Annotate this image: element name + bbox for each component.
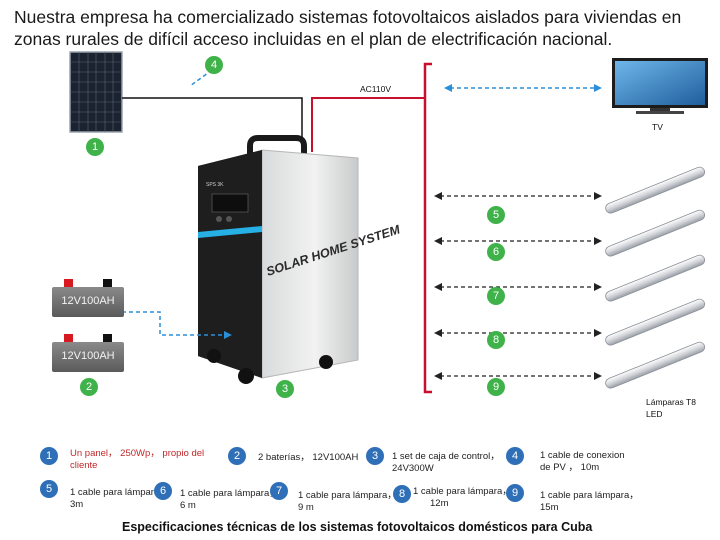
tv-set: [612, 58, 708, 114]
title-line-1: Nuestra empresa ha comercializado sistem…: [14, 7, 682, 27]
footer-caption: Especificaciones técnicas de los sistema…: [122, 520, 593, 534]
ac-voltage-label: AC110V: [360, 84, 391, 94]
pv-cable: [122, 97, 303, 152]
solar-home-unit: SOLAR HOME SYSTEM SPS 3K: [198, 135, 402, 384]
marker-5: 5: [487, 206, 505, 224]
battery-2-positive-terminal: [64, 334, 73, 342]
legend-5-number: 5: [40, 480, 58, 498]
tv-arrow: [444, 84, 602, 92]
legend-3-text: 1 set de caja de control，: [392, 451, 500, 462]
battery-2-negative-terminal: [103, 334, 112, 342]
legend-8-number: 8: [393, 485, 411, 503]
lamp-arrows: [440, 195, 596, 377]
marker-1: 1: [86, 138, 104, 156]
battery-1-negative-terminal: [103, 279, 112, 287]
legend-6-text-2: 6 m: [180, 500, 196, 511]
marker-8: 8: [487, 331, 505, 349]
battery-1-positive-terminal: [64, 279, 73, 287]
marker-7: 7: [487, 287, 505, 305]
legend-3-text-2: 24V300W: [392, 463, 434, 474]
legend-7-text-2: 9 m: [298, 502, 314, 513]
legend-5-text: 1 cable para lámpara: [70, 487, 160, 498]
marker-3: 3: [276, 380, 294, 398]
marker-4: 4: [205, 56, 223, 74]
pointer-line-4: [189, 69, 213, 87]
legend-6-number: 6: [154, 482, 172, 500]
legend-1-text-2: cliente: [70, 460, 98, 471]
led-tubes: [605, 166, 706, 389]
legend-8-text-2: 12m: [430, 498, 449, 509]
legend-2-number: 2: [228, 447, 246, 465]
unit-model-text: SPS 3K: [206, 182, 224, 188]
legend-4-number: 4: [506, 447, 524, 465]
legend-9-text-2: 15m: [540, 502, 559, 513]
legend-7-number: 7: [270, 482, 288, 500]
title-line-2: zonas rurales de difícil acceso incluida…: [14, 29, 613, 49]
legend-4-text: 1 cable de conexion: [540, 450, 625, 461]
ac-wire: [311, 97, 425, 152]
legend-6-text: 1 cable para lámpara，: [180, 488, 279, 499]
legend-2-text: 2 baterías， 12V100AH: [258, 452, 359, 463]
legend-1-text: Un panel， 250Wp， propio del: [70, 448, 205, 459]
battery-1: 12V100AH: [52, 279, 124, 317]
battery-cable: [122, 311, 232, 339]
lamps-label-line-2: LED: [646, 409, 663, 419]
battery-2: 12V100AH: [52, 334, 124, 372]
battery-2-label: 12V100AH: [61, 350, 115, 362]
lamps-label-line-1: Lámparas T8: [646, 397, 696, 407]
distribution-bracket: [423, 62, 432, 394]
marker-2: 2: [80, 378, 98, 396]
tv-label: TV: [652, 122, 663, 132]
marker-6: 6: [487, 243, 505, 261]
legend-9-text: 1 cable para lámpara，: [540, 490, 639, 501]
marker-9: 9: [487, 378, 505, 396]
lamp-arrow-heads: [434, 192, 602, 380]
legend-5-text-2: 3m: [70, 499, 84, 510]
legend-8-text: 1 cable para lámpara，: [413, 486, 512, 497]
legend-9-number: 9: [506, 484, 524, 502]
legend-7-text: 1 cable para lámpara，: [298, 490, 397, 501]
legend-4-text-2: de PV ， 10m: [540, 462, 600, 473]
legend-3-number: 3: [366, 447, 384, 465]
page-title: Nuestra empresa ha comercializado sistem…: [14, 6, 714, 50]
battery-1-label: 12V100AH: [61, 295, 115, 307]
solar-panel: [69, 51, 123, 133]
legend-1-number: 1: [40, 447, 58, 465]
